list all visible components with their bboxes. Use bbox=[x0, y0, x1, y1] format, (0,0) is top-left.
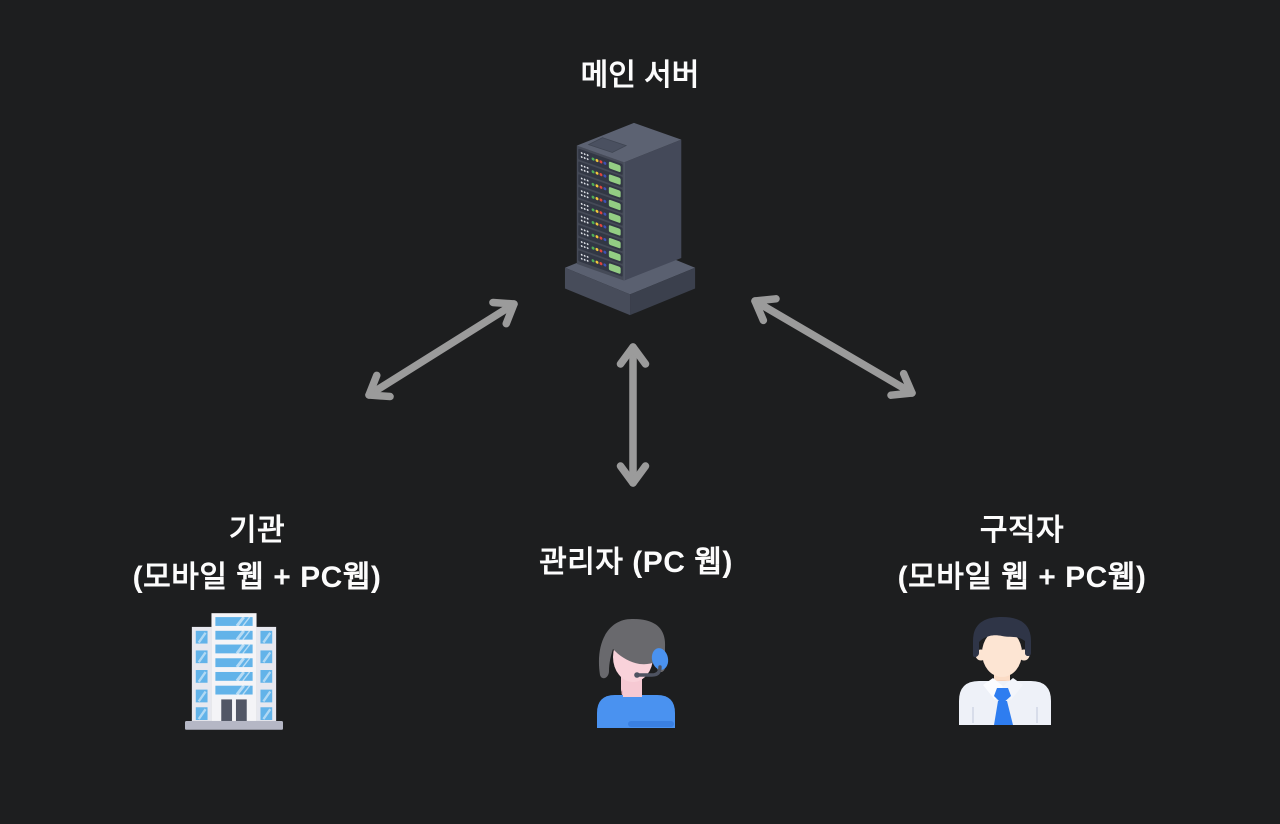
admin-label-line1: 관리자 (PC 웹) bbox=[539, 546, 733, 579]
support-agent-icon bbox=[597, 619, 675, 728]
main-server-label: 메인 서버 bbox=[580, 59, 700, 92]
arrow-server-jobseeker bbox=[751, 295, 916, 399]
node-jobseeker-label: 구직자 (모바일 웹 + PC웹) bbox=[842, 507, 1202, 601]
jobseeker-label-line2: (모바일 웹 + PC웹) bbox=[897, 561, 1147, 594]
building-icon bbox=[185, 613, 283, 730]
arrow-server-organization bbox=[365, 298, 518, 401]
server-rack-icon bbox=[564, 122, 696, 316]
node-organization-label: 기관 (모바일 웹 + PC웹) bbox=[77, 507, 437, 601]
node-admin-label: 관리자 (PC 웹) bbox=[456, 539, 816, 586]
jobseeker-label-line1: 구직자 bbox=[979, 514, 1065, 547]
organization-label-line1: 기관 bbox=[228, 514, 286, 547]
job-seeker-icon bbox=[959, 617, 1051, 725]
organization-label-line2: (모바일 웹 + PC웹) bbox=[132, 561, 382, 594]
